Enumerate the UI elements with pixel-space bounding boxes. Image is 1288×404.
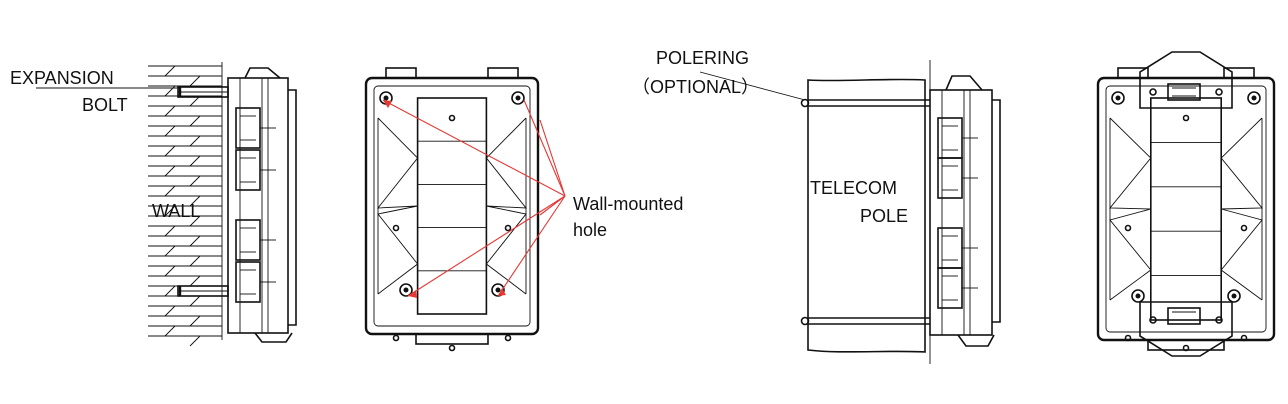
wall-hatching	[148, 62, 223, 347]
expansion-bolt-label-line2: BOLT	[82, 95, 128, 115]
polering-label-line1: POLERING	[656, 48, 749, 68]
pole-mount-side-view: POLERING （OPTIONAL） TELECOM POLE	[632, 48, 1001, 364]
mounting-hole	[1227, 289, 1241, 303]
telecom-pole-label-line2: POLE	[860, 206, 908, 226]
polering-label-line2: （OPTIONAL）	[632, 77, 759, 97]
closure-side-profile	[227, 67, 297, 343]
wall-mount-front-view: Wall-mounted hole	[364, 67, 683, 352]
wall-mounted-hole-label-line1: Wall-mounted	[573, 194, 683, 214]
polering-leader	[699, 71, 806, 101]
expansion-bolt-bottom	[177, 285, 229, 297]
closure-outline	[364, 76, 540, 336]
mounting-hole	[399, 283, 413, 297]
mounting-hole	[1247, 91, 1261, 105]
pole-mount-front-view	[1096, 51, 1276, 357]
expansion-bolt-label-line1: EXPANSION	[10, 68, 114, 88]
pole-ring-bottom	[800, 316, 930, 326]
wall-mount-side-view: EXPANSION BOLT WALL	[10, 62, 297, 347]
closure-side-profile-pole	[929, 75, 1001, 347]
pole-bracket-top	[1139, 51, 1233, 109]
closure-outline	[1096, 76, 1276, 342]
pole-bracket-bottom	[1139, 301, 1233, 357]
mounting-hole	[511, 91, 525, 105]
telecom-pole-label-line1: TELECOM	[810, 178, 897, 198]
expansion-bolt-top	[177, 86, 229, 98]
wall-mounted-hole-label-line2: hole	[573, 220, 607, 240]
telecom-pole	[807, 78, 926, 353]
wall-label: WALL	[152, 201, 200, 221]
pole-ring-top	[800, 98, 930, 108]
mounting-hole	[1131, 289, 1145, 303]
mounting-hole	[1111, 91, 1125, 105]
wall-mounted-hole-pointers	[382, 99, 566, 298]
